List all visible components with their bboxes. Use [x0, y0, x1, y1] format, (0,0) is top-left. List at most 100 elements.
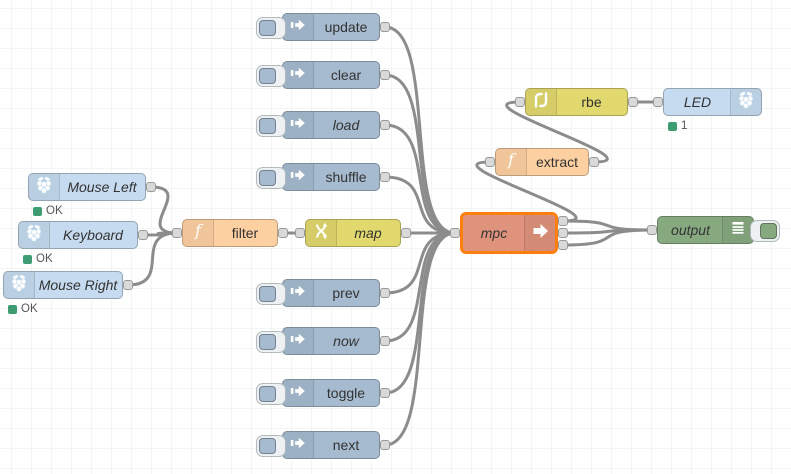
- node-label: now: [333, 333, 359, 349]
- node-extract[interactable]: f extract: [495, 148, 589, 176]
- node-filter[interactable]: f filter: [182, 219, 278, 247]
- output-port[interactable]: [589, 157, 599, 167]
- block-arrow-right-icon: [530, 221, 550, 246]
- node-status: 1: [668, 120, 687, 132]
- node-rbe[interactable]: rbe: [525, 88, 628, 116]
- node-mpc[interactable]: mpc: [460, 212, 558, 254]
- input-port[interactable]: [515, 97, 525, 107]
- status-dot-icon: [23, 254, 32, 264]
- inject-button[interactable]: [259, 68, 276, 84]
- input-port[interactable]: [485, 157, 495, 167]
- inject-button[interactable]: [259, 334, 276, 350]
- inject-button[interactable]: [259, 386, 276, 402]
- output-port[interactable]: [558, 216, 568, 226]
- wire[interactable]: [561, 228, 654, 247]
- output-port[interactable]: [380, 440, 390, 450]
- inject-arrow-icon: [288, 63, 308, 88]
- output-port[interactable]: [558, 228, 568, 238]
- node-now[interactable]: now: [256, 327, 380, 355]
- status-dot-icon: [8, 304, 17, 314]
- output-port[interactable]: [278, 228, 288, 238]
- node-toggle[interactable]: toggle: [256, 379, 380, 407]
- output-port[interactable]: [380, 22, 390, 32]
- node-mouse-right[interactable]: Mouse Right: [3, 271, 123, 299]
- node-keyboard[interactable]: Keyboard: [18, 221, 138, 249]
- raspberry-pi-icon: [736, 90, 756, 115]
- output-port[interactable]: [380, 388, 390, 398]
- node-output[interactable]: output: [657, 216, 780, 244]
- output-port[interactable]: [380, 172, 390, 182]
- node-clear[interactable]: clear: [256, 61, 380, 89]
- inject-button[interactable]: [259, 170, 276, 186]
- wire[interactable]: [383, 25, 457, 235]
- wire[interactable]: [475, 160, 578, 223]
- output-port[interactable]: [380, 336, 390, 346]
- node-label: toggle: [326, 385, 366, 401]
- node-icon-box: [524, 215, 555, 251]
- node-label: mpc: [480, 225, 508, 241]
- node-label: next: [332, 437, 360, 453]
- node-icon-box: [283, 62, 314, 88]
- wire[interactable]: [383, 123, 457, 235]
- inject-arrow-icon: [288, 281, 308, 306]
- wire[interactable]: [149, 185, 179, 235]
- output-port[interactable]: [123, 280, 133, 290]
- output-port[interactable]: [380, 70, 390, 80]
- debug-toggle-button[interactable]: [760, 223, 777, 239]
- node-icon-box: [526, 89, 557, 115]
- node-led[interactable]: LED: [663, 88, 762, 116]
- node-icon-box: [283, 164, 314, 190]
- wire[interactable]: [383, 73, 457, 235]
- wire[interactable]: [505, 100, 609, 164]
- output-port[interactable]: [146, 182, 156, 192]
- node-prev[interactable]: prev: [256, 279, 380, 307]
- status-text: OK: [36, 253, 53, 265]
- wire[interactable]: [383, 175, 457, 235]
- svg-text:f: f: [194, 221, 204, 240]
- node-mouse-left[interactable]: Mouse Left: [28, 173, 146, 201]
- inject-button[interactable]: [259, 118, 276, 134]
- node-label: clear: [330, 67, 362, 83]
- input-port[interactable]: [172, 228, 182, 238]
- status-text: OK: [21, 303, 38, 315]
- input-port[interactable]: [450, 228, 460, 238]
- inject-arrow-icon: [288, 329, 308, 354]
- node-map[interactable]: map: [305, 219, 401, 247]
- node-label: map: [354, 225, 382, 241]
- node-icon-box: [730, 89, 761, 115]
- output-port[interactable]: [380, 288, 390, 298]
- hysteresis-icon: [531, 90, 551, 115]
- node-icon-box: f: [183, 220, 214, 246]
- node-icon-box: [283, 280, 314, 306]
- inject-button[interactable]: [259, 20, 276, 36]
- node-label: Keyboard: [63, 227, 123, 243]
- wire[interactable]: [383, 231, 457, 447]
- input-port[interactable]: [647, 225, 657, 235]
- node-shuffle[interactable]: shuffle: [256, 163, 380, 191]
- wire[interactable]: [383, 231, 457, 395]
- output-port[interactable]: [138, 230, 148, 240]
- output-port[interactable]: [380, 120, 390, 130]
- input-port[interactable]: [295, 228, 305, 238]
- status-dot-icon: [668, 121, 677, 131]
- output-port[interactable]: [401, 228, 411, 238]
- node-load[interactable]: load: [256, 111, 380, 139]
- node-status: OK: [33, 205, 63, 217]
- inject-arrow-icon: [288, 433, 308, 458]
- wire[interactable]: [126, 231, 179, 287]
- node-next[interactable]: next: [256, 431, 380, 459]
- inject-button[interactable]: [259, 286, 276, 302]
- node-label: filter: [231, 225, 259, 241]
- node-icon-box: [722, 217, 753, 243]
- inject-button[interactable]: [259, 438, 276, 454]
- output-port[interactable]: [558, 240, 568, 250]
- node-label: load: [332, 117, 360, 133]
- node-update[interactable]: update: [256, 13, 380, 41]
- raspberry-pi-icon: [9, 273, 29, 298]
- input-port[interactable]: [653, 97, 663, 107]
- node-icon-box: [4, 272, 35, 298]
- inject-arrow-icon: [288, 15, 308, 40]
- output-port[interactable]: [628, 97, 638, 107]
